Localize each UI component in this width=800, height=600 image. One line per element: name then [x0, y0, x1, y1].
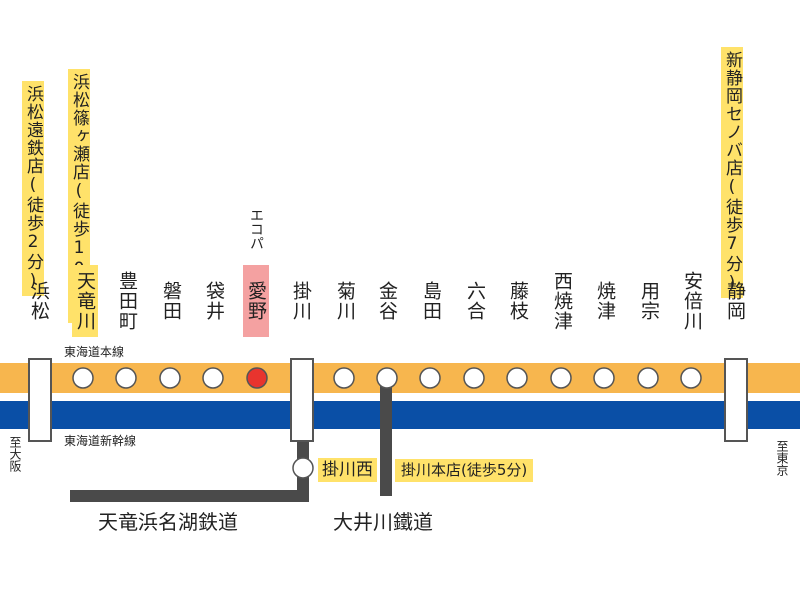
station-marker-kakegawa-nishi[interactable]	[292, 457, 314, 479]
station-label-rikugo: 六合	[464, 281, 486, 321]
station-label-toyodacho: 豊田町	[116, 271, 138, 331]
station-marker-14[interactable]	[593, 367, 615, 389]
station-marker-16[interactable]	[680, 367, 702, 389]
station-label-shizuoka: 静岡	[724, 281, 746, 321]
station-label-kakegawa: 掛川	[290, 281, 312, 321]
station-label-iwata: 磐田	[160, 281, 182, 321]
station-marker-1[interactable]	[28, 358, 52, 442]
station-label-kikugawa: 菊川	[334, 281, 356, 321]
store-hamamatsu-shinogase-tag: 浜松篠ヶ瀬店(徒歩10分)	[68, 69, 90, 323]
station-marker-11[interactable]	[463, 367, 485, 389]
station-marker-15[interactable]	[637, 367, 659, 389]
destination-tokyo: 至東京	[775, 440, 789, 476]
station-marker-13[interactable]	[550, 367, 572, 389]
station-label-hamamatsu: 浜松	[28, 281, 50, 321]
station-marker-10[interactable]	[419, 367, 441, 389]
tenryu-hamanako-line	[70, 442, 309, 502]
station-marker-17[interactable]	[724, 358, 748, 442]
station-marker-9[interactable]	[376, 367, 398, 389]
station-marker-3[interactable]	[115, 367, 137, 389]
station-label-kanaya: 金谷	[376, 281, 398, 321]
tokaido-shinkansen-label: 東海道新幹線	[64, 434, 137, 448]
station-marker-2[interactable]	[72, 367, 94, 389]
station-label-nishi-yaizu: 西焼津	[551, 271, 573, 331]
station-label-fujieda: 藤枝	[507, 281, 529, 321]
station-marker-8[interactable]	[333, 367, 355, 389]
tenryu-hamanako-line-label: 天竜浜名湖鉄道	[98, 510, 238, 534]
tokaido-main-line-label: 東海道本線	[64, 345, 125, 359]
station-label-mochimune: 用宗	[638, 281, 660, 321]
store-shin-shizuoka-cenova-tag: 新静岡セノバ店(徒歩7分)	[721, 47, 743, 298]
station-label-yaizu: 焼津	[594, 281, 616, 321]
kakegawa-main-store-tag: 掛川本店(徒歩5分)	[395, 459, 534, 482]
store-hamamatsu-entetsu-tag: 浜松遠鉄店(徒歩2分)	[22, 81, 44, 296]
station-label-tenryugawa: 天竜川	[72, 265, 98, 337]
oigawa-line-label: 大井川鐵道	[333, 510, 433, 534]
ecopa-note: エコパ	[248, 208, 264, 250]
station-marker-7[interactable]	[290, 358, 314, 442]
station-marker-4[interactable]	[159, 367, 181, 389]
station-marker-5[interactable]	[202, 367, 224, 389]
station-label-shimada: 島田	[420, 281, 442, 321]
station-label-fukuroi: 袋井	[203, 281, 225, 321]
tokaido-shinkansen-line	[0, 401, 800, 429]
station-label-aino: 愛野	[243, 265, 269, 337]
kakegawa-nishi-label: 掛川西	[318, 458, 377, 482]
station-marker-6[interactable]	[246, 367, 268, 389]
destination-osaka: 至大阪	[8, 436, 22, 472]
station-label-abekawa: 安倍川	[681, 271, 703, 331]
station-marker-12[interactable]	[506, 367, 528, 389]
